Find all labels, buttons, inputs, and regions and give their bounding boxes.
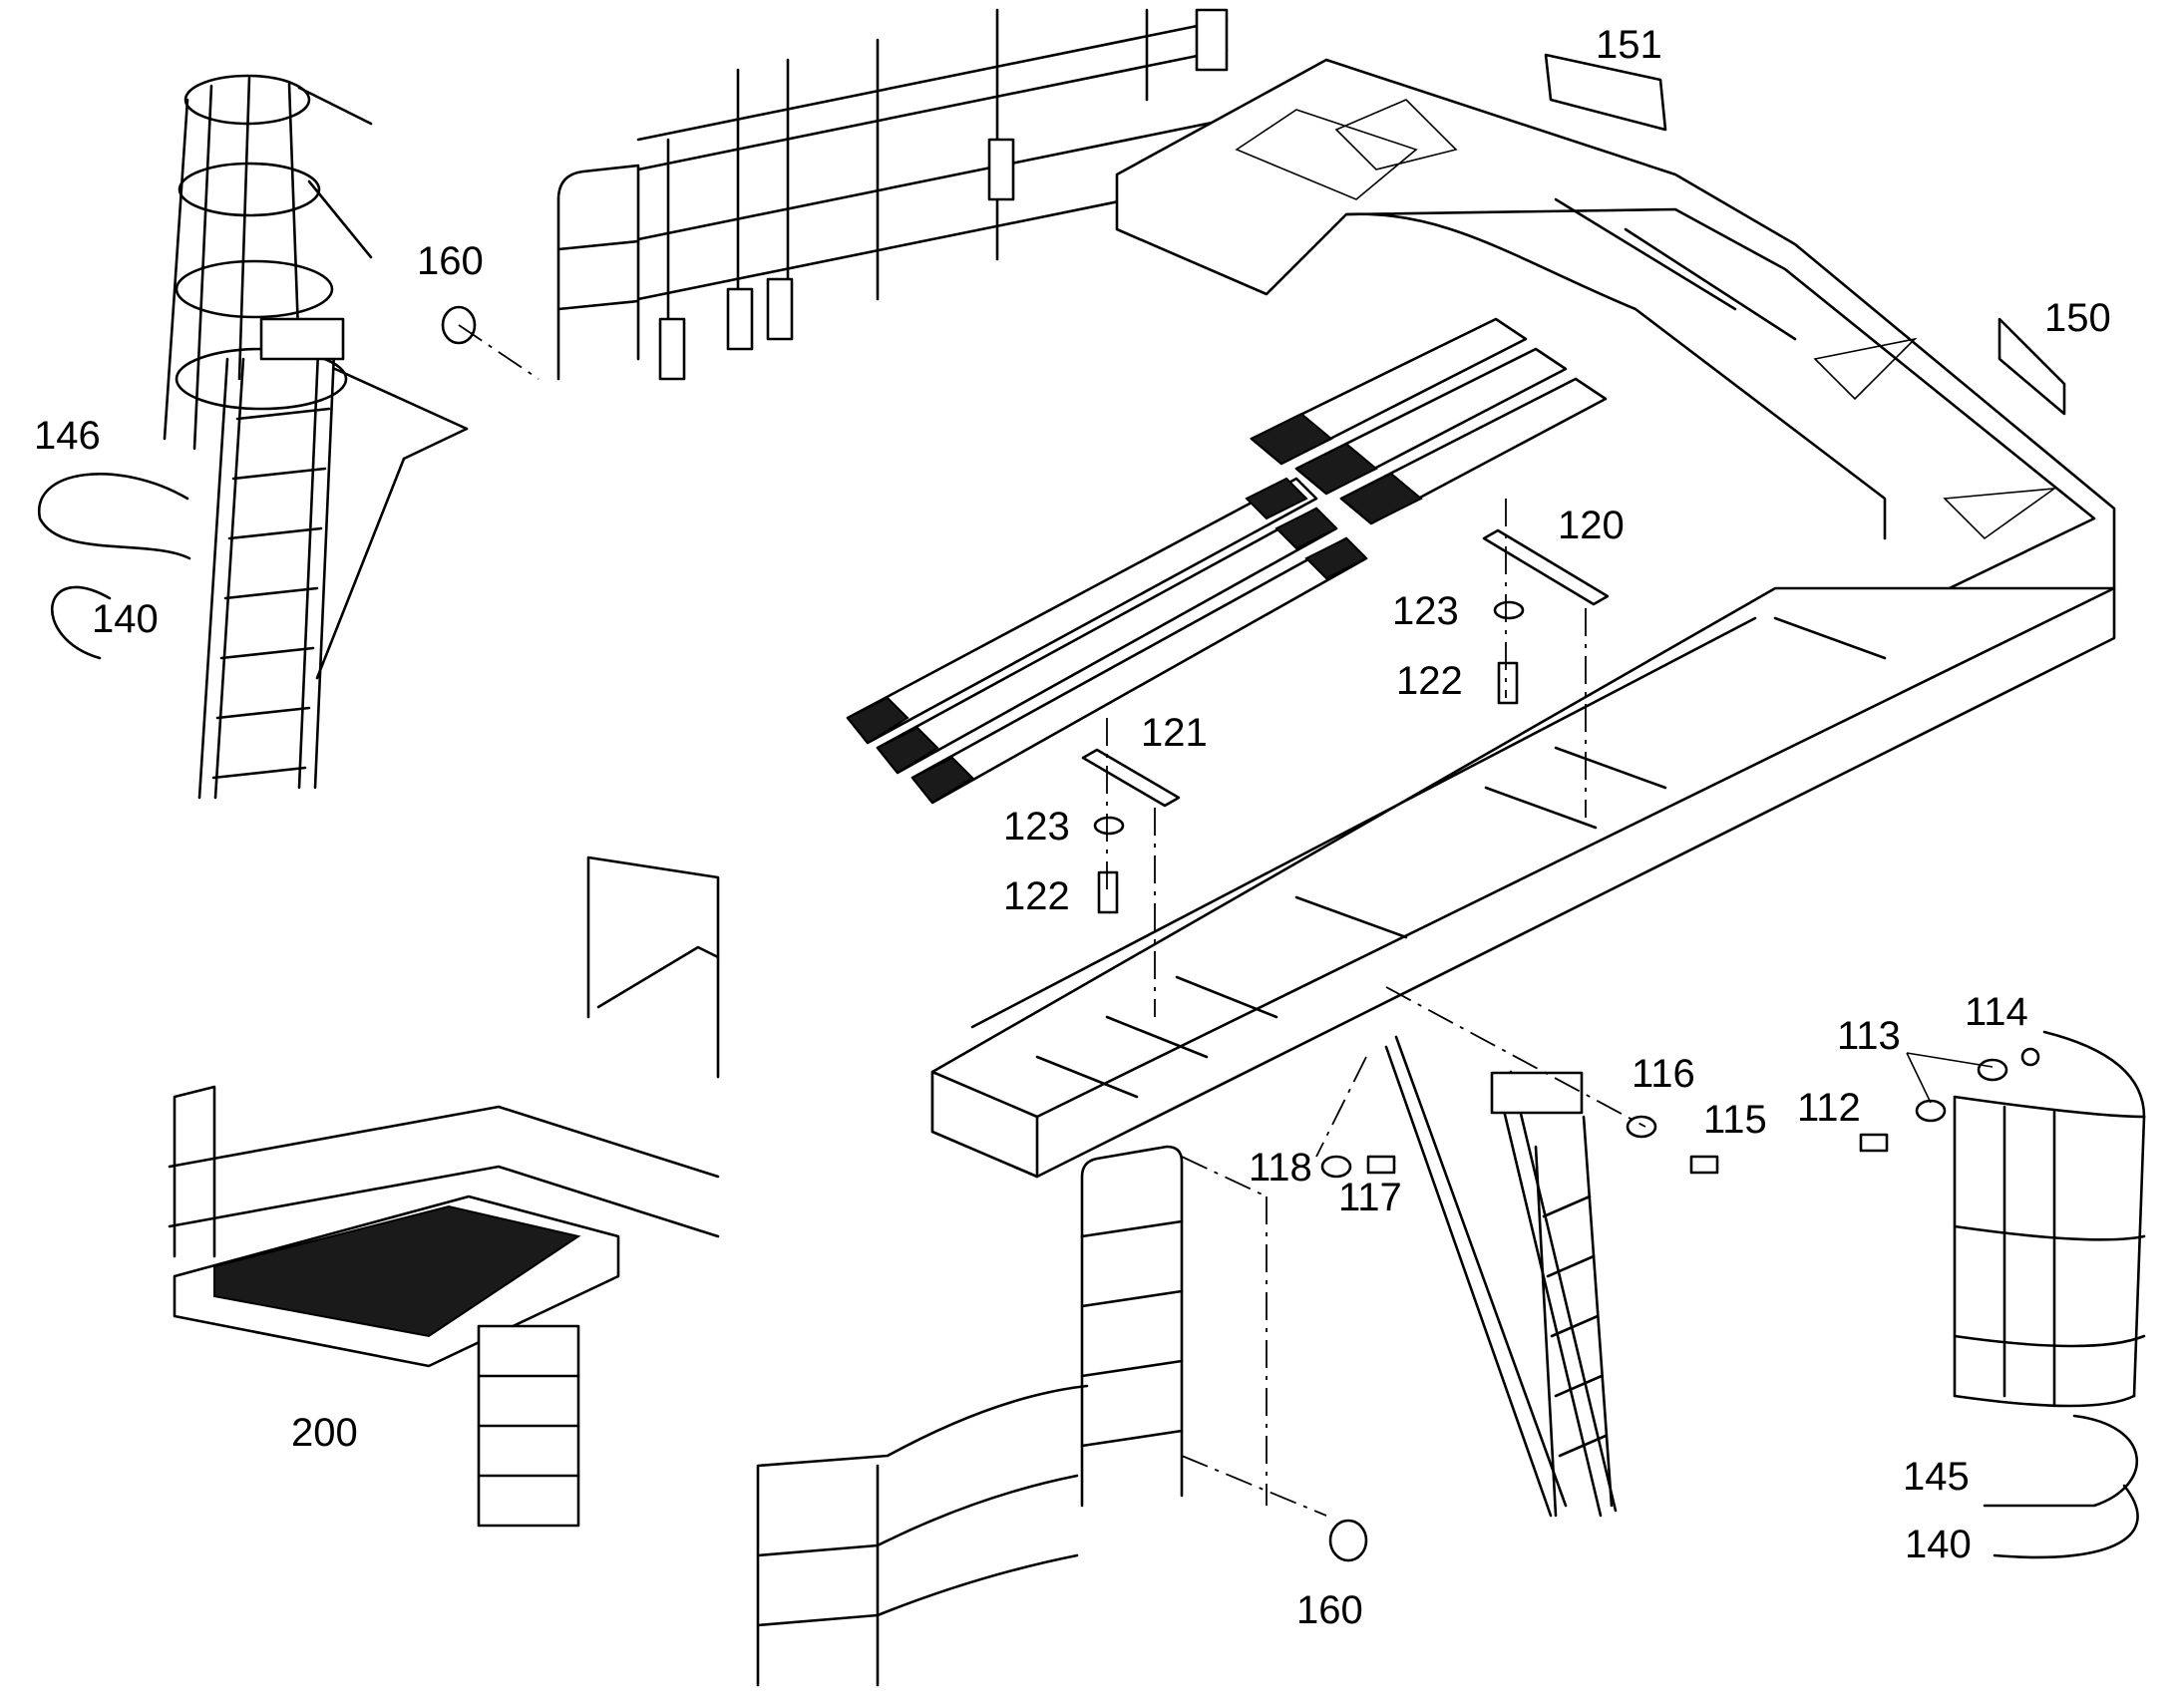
callout-116: 116 <box>1632 1052 1695 1096</box>
callout-115: 115 <box>1703 1098 1767 1142</box>
callout-120: 120 <box>1558 504 1625 547</box>
callout-150: 150 <box>2044 296 2111 340</box>
callout-140-right: 140 <box>1905 1523 1972 1566</box>
cage-ladder-lower-right <box>1953 1030 2146 1408</box>
callout-117: 117 <box>1338 1176 1402 1219</box>
leader-113 <box>1906 1052 1994 1068</box>
callout-160-lower: 160 <box>1296 1588 1363 1632</box>
callout-122-upper: 122 <box>1396 659 1463 703</box>
callout-118: 118 <box>1249 1146 1312 1190</box>
gate <box>756 1145 1184 1687</box>
callout-200: 200 <box>291 1411 358 1455</box>
callout-145: 145 <box>1903 1455 1970 1499</box>
callout-123-lower: 123 <box>1003 805 1070 849</box>
cage-ladder-upper-left <box>163 74 469 800</box>
grating-treads <box>846 317 1608 805</box>
callout-140-left: 140 <box>92 597 159 641</box>
callout-160-upper: 160 <box>417 239 484 283</box>
ladder-mid <box>1384 1035 1618 1518</box>
straps <box>38 53 2139 1559</box>
leader-113b <box>1906 1052 1932 1104</box>
callout-114: 114 <box>1965 990 2028 1034</box>
callout-123-upper: 123 <box>1392 589 1459 633</box>
callout-146: 146 <box>34 414 101 458</box>
center-lines <box>458 324 1646 1517</box>
platform-assembly-200 <box>168 855 720 1528</box>
callout-121: 121 <box>1141 711 1208 755</box>
callout-112: 112 <box>1797 1086 1861 1130</box>
callout-122-lower: 122 <box>1003 874 1070 918</box>
callout-151: 151 <box>1596 23 1662 67</box>
callout-113: 113 <box>1837 1014 1901 1058</box>
railing-upper <box>556 8 1229 381</box>
walkway-frame <box>930 58 2116 1179</box>
